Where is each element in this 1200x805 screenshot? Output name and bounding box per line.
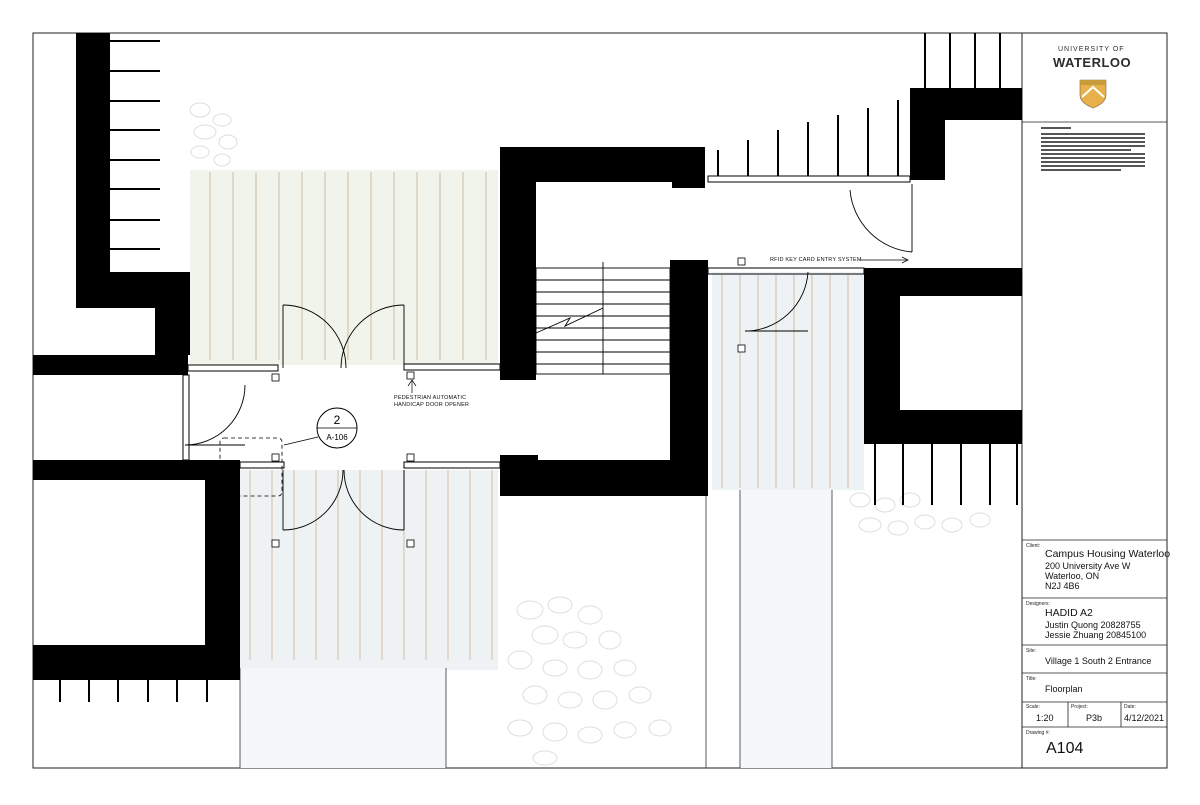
- railings: [59, 33, 1018, 702]
- stair: [535, 262, 671, 375]
- river-stones: [189, 102, 991, 766]
- wall-northeast: [910, 88, 1022, 180]
- title-value: Floorplan: [1045, 684, 1083, 694]
- wall-central-east: [500, 260, 708, 496]
- title-label: Title:: [1026, 676, 1037, 682]
- paving-south: [240, 470, 498, 670]
- team-name: HADID A2: [1045, 607, 1093, 619]
- scale-value: 1:20: [1036, 713, 1054, 723]
- designers-label: Designers:: [1026, 601, 1050, 607]
- paving-walk-south: [240, 668, 446, 768]
- logo-line1: UNIVERSITY OF: [1058, 46, 1125, 53]
- site-value: Village 1 South 2 Entrance: [1045, 656, 1152, 666]
- door-opener-note-line2: HANDICAP DOOR OPENER: [394, 402, 470, 408]
- client-address2: Waterloo, ON: [1045, 571, 1100, 581]
- project-value: P3b: [1086, 713, 1103, 723]
- doors: [184, 184, 913, 531]
- drawing-label: Drawing #:: [1026, 730, 1050, 736]
- wall-west-left: [33, 355, 188, 375]
- wall-east-block: [864, 268, 1022, 444]
- logo-line2: WATERLOO: [1053, 55, 1132, 70]
- designer-2: Jessie Zhuang 20845100: [1045, 630, 1147, 640]
- section-callout-number: 2: [334, 413, 341, 427]
- university-shield-icon: [1079, 79, 1107, 109]
- redacted-copyright-text: [1041, 127, 1145, 171]
- wall-southwest: [33, 460, 240, 680]
- door-opener-note-line1: PEDESTRIAN AUTOMATIC: [394, 395, 467, 401]
- project-label: Project:: [1071, 704, 1088, 710]
- client-name: Campus Housing Waterloo: [1045, 548, 1171, 560]
- paving-joints: [209, 172, 849, 660]
- client-postal: N2J 4B6: [1045, 581, 1080, 591]
- date-value: 4/12/2021: [1124, 713, 1165, 723]
- date-label: Date:: [1124, 704, 1136, 710]
- paving-path: [740, 490, 832, 768]
- entry-mat: [219, 437, 283, 497]
- walls: [33, 33, 1022, 680]
- scale-label: Scale:: [1026, 704, 1040, 710]
- door-operator-buttons: [271, 257, 746, 548]
- client-label: Client:: [1026, 543, 1041, 549]
- drawing-number: A104: [1046, 740, 1084, 757]
- section-callout: 2 A-106: [316, 407, 358, 449]
- site-label: Site:: [1026, 648, 1037, 654]
- paving-north: [190, 170, 498, 365]
- sheet-border: [32, 32, 1168, 769]
- wall-northwest: [76, 33, 190, 355]
- paving-east: [712, 272, 864, 490]
- rfid-note: RFID KEY CARD ENTRY SYSTEM: [770, 257, 862, 263]
- designer-1: Justin Quong 20828755: [1045, 620, 1141, 630]
- leaders: [283, 256, 909, 446]
- section-callout-sheet: A-106: [326, 433, 348, 442]
- wall-central: [500, 147, 705, 380]
- title-block-grid: [1022, 121, 1167, 728]
- client-address1: 200 University Ave W: [1045, 561, 1131, 571]
